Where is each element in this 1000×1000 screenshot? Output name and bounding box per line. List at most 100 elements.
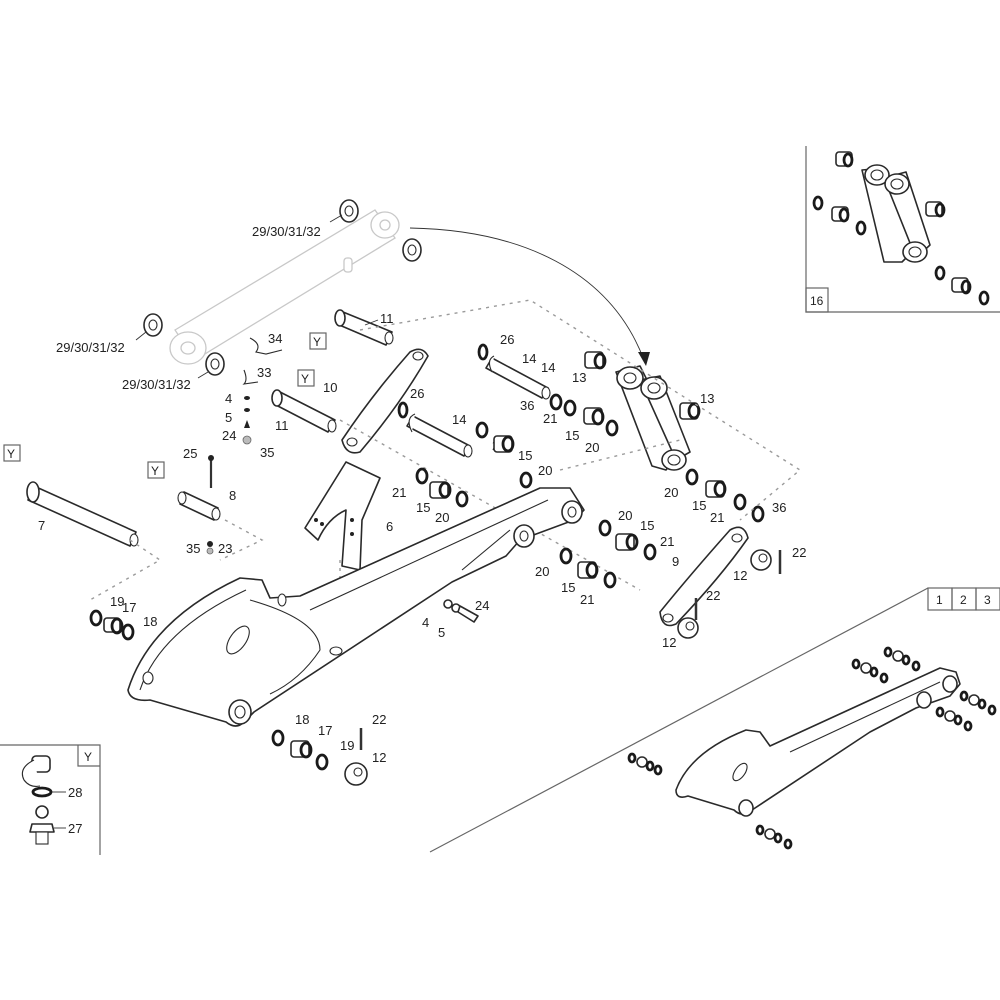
- callout-25: 25: [183, 446, 197, 461]
- callout-22-lower: 22: [372, 712, 386, 727]
- callout-12-lower: 12: [372, 750, 386, 765]
- nut-12-lower: [344, 762, 368, 786]
- callout-26-upper: 26: [500, 332, 514, 347]
- pin-11-upper: [334, 309, 394, 346]
- pin-11-lower: [271, 389, 337, 433]
- callout-20-upper: 20: [585, 440, 599, 455]
- ref-tag-box: [309, 332, 327, 350]
- callout-15-upper: 15: [565, 428, 579, 443]
- boom-arm-variant: [675, 667, 961, 817]
- callout-15-lowerright: 15: [561, 580, 575, 595]
- callout-26-lower: 26: [410, 386, 424, 401]
- callout-20-center: 20: [538, 463, 552, 478]
- small-hardware-stack: [242, 396, 252, 445]
- callout-4-lower: 4: [422, 615, 429, 630]
- link-10: [341, 348, 429, 454]
- inset-16-label-box: [805, 287, 829, 313]
- callout-22-middle: 22: [706, 588, 720, 603]
- bolt-25: [208, 455, 214, 488]
- callout-35-upper: 35: [260, 445, 274, 460]
- callout-10: 10: [323, 380, 337, 395]
- callout-6: 6: [386, 519, 393, 534]
- callout-15-center: 15: [518, 448, 532, 463]
- callout-19-lower: 19: [340, 738, 354, 753]
- callout-14-lower: 14: [452, 412, 466, 427]
- callout-15-right: 15: [692, 498, 706, 513]
- callout-28: 28: [68, 785, 82, 800]
- callout-21-upper: 21: [543, 411, 557, 426]
- callout-20-lowerright: 20: [535, 564, 549, 579]
- ref-tag-y-pin8: Y: [151, 464, 159, 478]
- inset-bushings: [812, 151, 990, 306]
- callout-15-boom: 15: [416, 500, 430, 515]
- clip-34: [249, 337, 283, 355]
- inset-y-tag: Y: [84, 750, 92, 764]
- callout-21-boomright: 21: [660, 534, 674, 549]
- callout-21-right: 21: [710, 510, 724, 525]
- ref-tag-box: [3, 444, 21, 462]
- pin-7: [26, 481, 139, 547]
- ref-tag-y-pin11-lower: Y: [301, 372, 309, 386]
- nut-12-upper: [750, 549, 772, 571]
- ref-tag-y-pin7: Y: [7, 447, 15, 461]
- variant-inset: 1 2 3: [429, 587, 1000, 853]
- callout-11-upper: 11: [380, 311, 394, 326]
- callout-5-upper: 5: [225, 410, 232, 425]
- callout-20-boom: 20: [435, 510, 449, 525]
- bolt-24-lower: [443, 599, 479, 623]
- callout-9: 9: [672, 554, 679, 569]
- callout-22-upper: 22: [792, 545, 806, 560]
- inset-kit-16: 16: [805, 146, 1000, 313]
- callout-21-boom: 21: [392, 485, 406, 500]
- callout-14-upper-a: 14: [522, 351, 536, 366]
- ref-tag-y-pin11-upper: Y: [313, 335, 321, 349]
- callout-23: 23: [218, 541, 232, 556]
- relocation-arrow: [409, 227, 645, 361]
- inset-grease-fitting: Y 28 27: [0, 744, 101, 855]
- link-9: [659, 526, 749, 627]
- nut-12-middle: [677, 617, 699, 639]
- callout-8: 8: [229, 488, 236, 503]
- ref-tag-box: [147, 461, 165, 479]
- inset-linkage: [861, 164, 931, 263]
- callout-4-upper: 4: [225, 391, 232, 406]
- callout-20-right: 20: [664, 485, 678, 500]
- callout-11-lower: 11: [275, 418, 289, 433]
- callout-35-lower: 35: [186, 541, 200, 556]
- callout-17-left: 17: [122, 600, 136, 615]
- clip-33: [242, 369, 259, 385]
- pin-14-upper: [485, 355, 551, 400]
- callout-7: 7: [38, 518, 45, 533]
- callout-20-boomright: 20: [618, 508, 632, 523]
- bracket-6: [304, 461, 381, 571]
- inset-16-label: 16: [810, 294, 824, 308]
- callout-36-upper: 36: [520, 398, 534, 413]
- callout-19-left: 19: [110, 594, 124, 609]
- callout-13-upper: 13: [572, 370, 586, 385]
- pin-8: [177, 491, 221, 521]
- variant-1[interactable]: 1: [936, 593, 943, 607]
- variant-3[interactable]: 3: [984, 593, 991, 607]
- callout-15-boomright: 15: [640, 518, 654, 533]
- ref-tag-box: [297, 369, 315, 387]
- callout-33: 33: [257, 365, 271, 380]
- variant-2[interactable]: 2: [960, 593, 967, 607]
- callout-18-left: 18: [143, 614, 157, 629]
- callout-5-lower: 5: [438, 625, 445, 640]
- cylinder-spacers: [143, 199, 422, 376]
- callout-34: 34: [268, 331, 282, 346]
- arrow-head-icon: [638, 352, 650, 366]
- callout-14-upper-b: 14: [541, 360, 555, 375]
- callout-17-lower: 17: [318, 723, 332, 738]
- linkage-16: [615, 365, 691, 471]
- boom-arm-main: [127, 487, 585, 727]
- callout-21-lowerright: 21: [580, 592, 594, 607]
- callout-24-upper: 24: [222, 428, 236, 443]
- callout-36-right: 36: [772, 500, 786, 515]
- callout-27: 27: [68, 821, 82, 836]
- callout-12-middle: 12: [662, 635, 676, 650]
- callout-12-upper: 12: [733, 568, 747, 583]
- pin-14-lower: [406, 413, 473, 458]
- callout-29-30-31-32-lower: 29/30/31/32: [122, 377, 191, 392]
